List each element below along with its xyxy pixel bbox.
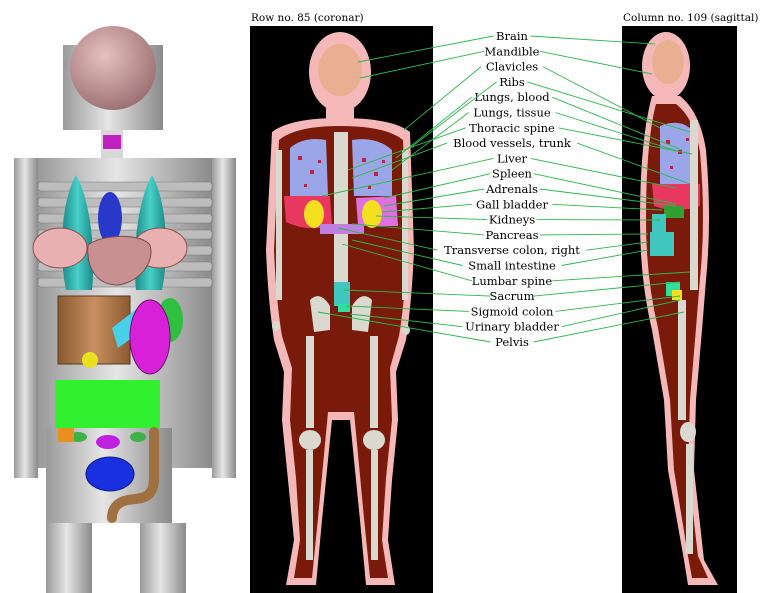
- coronal-sigmoid: [338, 304, 350, 312]
- sagittal-pancreas: [652, 214, 666, 232]
- sagittal-knee: [680, 422, 696, 442]
- sagittal-bladder: [672, 290, 682, 300]
- organ-label: Lumbar spine: [472, 274, 553, 288]
- coronal-slice-panel: [250, 26, 433, 593]
- phantom-stomach: [130, 300, 170, 374]
- organ-label: Sigmoid colon: [471, 304, 554, 318]
- coronal-kidney-left: [304, 200, 324, 228]
- sagittal-kidney: [664, 206, 684, 218]
- coronal-knee-right: [363, 430, 385, 450]
- sagittal-title: Column no. 109 (sagittal): [623, 12, 758, 24]
- organ-label: Sacrum: [490, 289, 535, 303]
- coronal-tibia-right: [371, 450, 378, 560]
- phantom-left-arm: [14, 158, 38, 478]
- organ-label: Spleen: [492, 167, 533, 181]
- coronal-hand-left: [272, 321, 280, 331]
- coronal-tibia-left: [306, 450, 313, 560]
- organ-label: Adrenals: [485, 182, 538, 196]
- phantom-thyroid: [103, 135, 121, 149]
- sagittal-tibia: [686, 444, 693, 554]
- organ-label: Clavicles: [486, 60, 538, 74]
- organ-label: Small intestine: [468, 259, 556, 273]
- coronal-femur-right: [370, 336, 378, 428]
- organ-label: Kidneys: [489, 213, 535, 227]
- stylized-phantom-3d: [14, 26, 236, 593]
- phantom-brain: [70, 26, 156, 110]
- organ-label: Gall bladder: [476, 197, 548, 211]
- organ-label: Pancreas: [486, 228, 539, 242]
- phantom-uterus: [96, 435, 120, 449]
- organ-label: Lungs, blood: [474, 90, 550, 104]
- phantom-ovary-right: [130, 432, 146, 442]
- phantom-small-intestine: [55, 380, 160, 428]
- coronal-kidney-right: [362, 200, 382, 228]
- phantom-femur-left-top: [58, 428, 74, 442]
- coronal-sacrum: [334, 282, 350, 306]
- organ-label: Mandible: [485, 44, 540, 58]
- coronal-knee-left: [299, 430, 321, 450]
- organ-label: Transverse colon, right: [444, 243, 580, 257]
- organ-label: Ribs: [499, 75, 525, 89]
- coronal-humerus-right: [402, 150, 408, 300]
- organ-label: Thoracic spine: [469, 121, 555, 135]
- coronar-title: Row no. 85 (coronar): [251, 12, 364, 24]
- organ-label: Liver: [497, 151, 528, 165]
- coronal-femur-left: [306, 336, 314, 428]
- coronal-lung-left: [290, 139, 328, 196]
- phantom-right-arm: [212, 158, 236, 478]
- coronal-lung-right: [352, 139, 392, 196]
- sagittal-brain: [652, 40, 684, 84]
- organ-label: Brain: [496, 29, 528, 43]
- phantom-right-leg: [140, 523, 186, 593]
- coronal-spine: [334, 132, 348, 282]
- phantom-gall-bladder: [82, 352, 98, 368]
- phantom-left-leg: [46, 523, 92, 593]
- phantom-kidney-left: [33, 228, 87, 268]
- phantom-urinary-bladder: [86, 457, 134, 491]
- organ-label: Lungs, tissue: [473, 106, 551, 120]
- sagittal-spine: [690, 120, 698, 290]
- organ-label: Pelvis: [495, 335, 529, 349]
- sagittal-femur: [678, 300, 686, 420]
- sagittal-small-intestine: [650, 232, 674, 256]
- organ-label: Urinary bladder: [465, 320, 559, 334]
- coronal-humerus-left: [276, 150, 282, 300]
- organ-label: Blood vessels, trunk: [453, 136, 572, 150]
- coronal-brain: [318, 44, 362, 96]
